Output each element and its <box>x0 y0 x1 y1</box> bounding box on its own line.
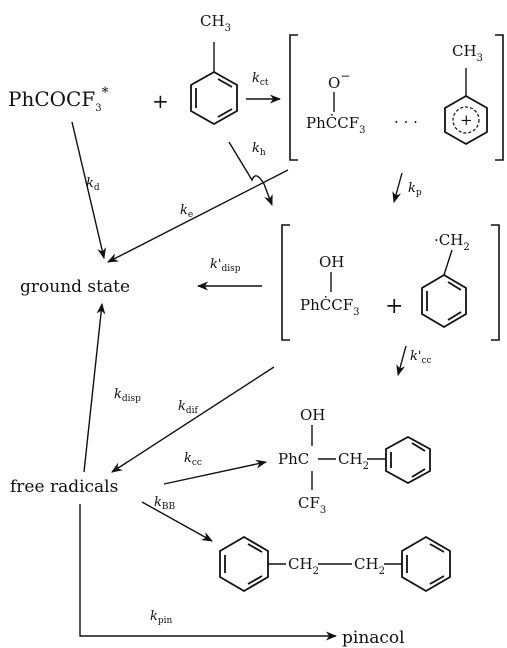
rp-ketyl-carbon: PhĊCF3 <box>300 296 360 318</box>
arrow-pin <box>79 504 338 641</box>
toluene-methyl: CH3 <box>200 12 231 34</box>
ct-ring-charge: + <box>460 111 473 129</box>
free-radicals-label: free radicals <box>10 477 118 497</box>
arrow-d <box>71 121 107 260</box>
toluene-radical-cation-ring <box>444 68 488 146</box>
arrow-p <box>392 172 403 204</box>
arrow-disp <box>83 302 106 473</box>
radical-pair-bracket-left <box>281 224 290 341</box>
arrow-dif <box>111 366 275 473</box>
ct-methyl: CH3 <box>452 42 483 64</box>
rate-h: kh <box>252 141 266 158</box>
product-carbinol-carbon: PhC <box>278 450 309 468</box>
bibenzyl-ring-right <box>401 535 451 593</box>
rate-cc: kcc <box>184 451 202 468</box>
rate-e: ke <box>180 203 193 220</box>
rate-d: kd <box>86 176 100 193</box>
pinacol-label: pinacol <box>342 628 405 648</box>
reactant-plus: + <box>152 89 169 113</box>
rate-disp: kdisp <box>114 387 141 404</box>
ct-dots: · · · <box>394 113 418 131</box>
ketone-excited: PhCOCF3* <box>8 85 109 114</box>
bibenzyl-ring-left <box>219 535 269 593</box>
radical-pair-bracket-right <box>491 224 500 341</box>
rp-benzyl-ch2: ·CH2 <box>434 231 470 253</box>
product-ch2: CH2 <box>338 450 369 472</box>
ct-complex-bracket-right <box>495 34 504 161</box>
rate-cc-prime: k'cc <box>410 349 432 366</box>
arrow-cc-prime <box>396 345 407 377</box>
product-hydroxyl: OH <box>300 406 325 424</box>
product-phenyl-ring <box>385 435 431 485</box>
arrow-bb <box>141 501 213 542</box>
bibenzyl-ch2-b: CH2 <box>354 555 385 577</box>
ct-oxygen-anion: O− <box>328 69 350 92</box>
rate-ct: kct <box>252 71 269 88</box>
product-cf3: CF3 <box>298 494 326 516</box>
arrow-e <box>107 169 289 263</box>
ct-complex-bracket-left <box>289 34 298 161</box>
rate-dif: kdif <box>178 399 199 416</box>
benzyl-ring <box>421 249 467 329</box>
arrow-h <box>228 141 273 207</box>
rp-plus: + <box>385 294 403 319</box>
rate-bb: kBB <box>154 495 176 512</box>
ct-ketyl-carbon: PhĊCF3 <box>306 114 366 136</box>
rate-disp-prime: k'disp <box>210 257 241 274</box>
toluene-ring <box>190 42 238 126</box>
rp-hydroxyl: OH <box>319 253 344 271</box>
ground-state-label: ground state <box>20 277 130 297</box>
arrow-cc <box>163 459 268 485</box>
rate-pin: kpin <box>150 609 173 626</box>
rate-p: kp <box>408 181 422 198</box>
bibenzyl-ch2-a: CH2 <box>288 555 319 577</box>
